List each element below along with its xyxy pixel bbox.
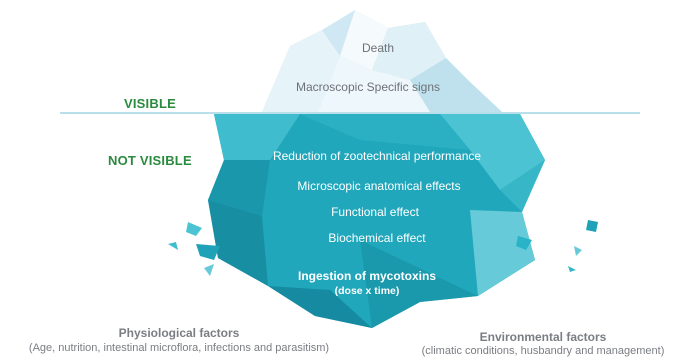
stage-biochemical-effect: Biochemical effect bbox=[328, 231, 426, 245]
physiological-factors-title: Physiological factors bbox=[118, 326, 240, 340]
stage-microscopic-effects: Microscopic anatomical effects bbox=[297, 179, 461, 193]
ice-fragments bbox=[168, 220, 598, 276]
physiological-factors-detail: (Age, nutrition, intestinal microflora, … bbox=[28, 342, 330, 354]
stage-zootechnical-performance: Reduction of zootechnical performance bbox=[272, 149, 482, 163]
environmental-factors-title: Environmental factors bbox=[479, 330, 607, 344]
stage-functional-effect: Functional effect bbox=[331, 205, 419, 219]
visible-label: VISIBLE bbox=[124, 96, 176, 111]
stage-macroscopic-signs: Macroscopic Specific signs bbox=[295, 80, 441, 94]
stage-death: Death bbox=[361, 41, 395, 55]
iceberg-tip bbox=[262, 10, 502, 112]
stage-ingestion-title: Ingestion of mycotoxins bbox=[297, 269, 437, 283]
iceberg-underwater bbox=[208, 114, 545, 328]
environmental-factors-detail: (climatic conditions, husbandry and mana… bbox=[421, 345, 665, 357]
stage-ingestion-subtitle: (dose x time) bbox=[334, 285, 400, 297]
not-visible-label: NOT VISIBLE bbox=[108, 153, 192, 168]
